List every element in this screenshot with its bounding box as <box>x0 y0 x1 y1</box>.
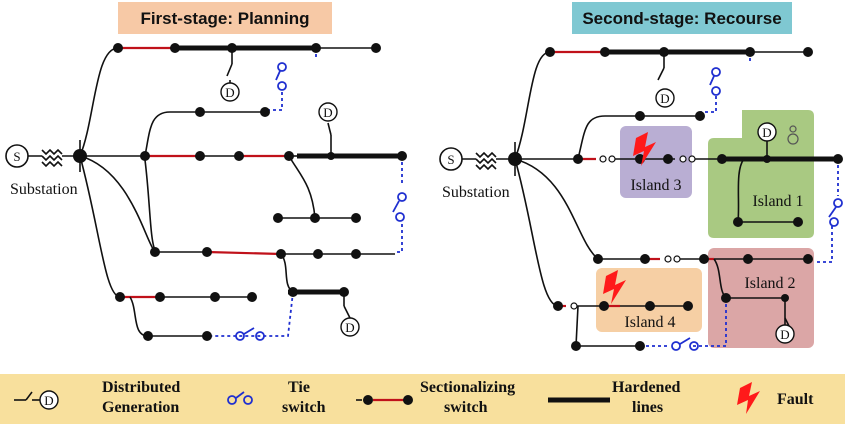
svg-text:D: D <box>44 393 53 408</box>
island-3-label: Island 3 <box>630 177 681 194</box>
open-switch-node <box>679 155 687 163</box>
open-switch-node <box>570 302 578 310</box>
fault-icon <box>633 132 656 166</box>
legend-hard-label-1: Hardened <box>612 379 681 396</box>
planning-title-box <box>118 2 332 34</box>
open-switch-node <box>608 155 616 163</box>
svg-text:D: D <box>762 125 771 140</box>
substation-source-icon: S <box>439 147 463 171</box>
island-2-label: Island 2 <box>744 275 795 292</box>
svg-text:D: D <box>225 85 234 100</box>
svg-text:S: S <box>447 152 454 167</box>
legend-sect-label-2: switch <box>444 399 488 416</box>
dg-unit-icon: D <box>757 122 777 142</box>
open-switch-node <box>664 255 672 263</box>
svg-text:S: S <box>13 149 20 164</box>
dg-unit-icon: D <box>775 317 795 344</box>
planning-substation-label: Substation <box>10 181 78 198</box>
transformer-icon <box>462 151 512 171</box>
fault-icon <box>737 382 760 414</box>
dg-unit-icon: D <box>318 102 338 122</box>
legend-tie-label-1: Tie <box>288 379 310 396</box>
dg-unit-icon: D <box>655 88 675 108</box>
planning-bus-nodes <box>113 43 407 341</box>
legend-sect-label-1: Sectionalizing <box>420 379 515 396</box>
dg-unit-icon: D <box>340 317 360 337</box>
transformer-icon <box>28 148 78 168</box>
recourse-title-box <box>572 2 792 34</box>
substation-source-icon: S <box>5 144 29 168</box>
tie-switch-icon <box>392 192 407 222</box>
sectionalizing-switch-icon <box>356 395 413 405</box>
legend-fault-label: Fault <box>777 391 814 408</box>
island-1-region <box>708 110 814 238</box>
tie-switch-icon <box>235 327 265 341</box>
recourse-panel: Second-stage: Recourse Island 3 Island 1… <box>439 2 843 351</box>
planning-title: First-stage: Planning <box>140 9 309 28</box>
fault-icon <box>603 270 626 304</box>
svg-text:D: D <box>660 91 669 106</box>
legend-tie-label-2: switch <box>282 399 326 416</box>
open-switch-node <box>599 155 607 163</box>
svg-text:D: D <box>345 320 354 335</box>
legend: D Distributed Generation Tie switch Sect… <box>0 374 845 424</box>
distributed-generation-icon: D <box>14 390 59 410</box>
recourse-title: Second-stage: Recourse <box>582 9 781 28</box>
svg-text:D: D <box>780 327 789 342</box>
planning-panel: First-stage: Planning S Substation <box>5 2 407 341</box>
recourse-substation-label: Substation <box>442 184 510 201</box>
tie-switch-icon <box>275 62 287 91</box>
open-switch-node <box>673 255 681 263</box>
legend-hard-label-2: lines <box>632 399 663 416</box>
legend-box <box>0 374 845 424</box>
tie-switch-icon <box>709 67 721 96</box>
dg-unit-icon: D <box>220 82 240 102</box>
tie-switch-icon <box>828 198 843 227</box>
svg-text:D: D <box>323 105 332 120</box>
tie-switch-icon <box>227 391 253 405</box>
island-4-label: Island 4 <box>624 314 675 331</box>
island-1-label: Island 1 <box>752 193 803 210</box>
legend-dg-label-1: Distributed <box>102 379 180 396</box>
legend-dg-label-2: Generation <box>102 399 179 416</box>
open-switch-node <box>688 155 696 163</box>
control-agent-icon <box>787 125 799 145</box>
tie-switch-icon <box>671 337 699 351</box>
